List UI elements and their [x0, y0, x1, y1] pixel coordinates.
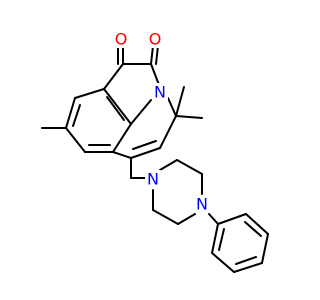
- atom-mask-o1: [114, 30, 128, 48]
- atom-label-n2: N: [147, 170, 159, 189]
- atom-label-n3: N: [196, 195, 208, 214]
- bond-ph2-ph3-inner: [244, 221, 262, 237]
- bond-ph6-ph1-inner: [218, 228, 225, 251]
- atom-label-o2: O: [149, 30, 162, 49]
- atom-label-o1: O: [115, 30, 128, 49]
- bond-ph5-ph6: [211, 252, 235, 273]
- bond-c4-methyl-a: [175, 86, 185, 117]
- bond-c9-c8: [65, 97, 76, 129]
- molecule-diagram: O O N N N: [0, 0, 300, 300]
- atom-label-n1: N: [154, 83, 166, 102]
- bond-n3-cpc: [177, 213, 196, 225]
- bond-n3-ph: [208, 213, 219, 225]
- bond-c4-c5: [159, 115, 177, 149]
- bond-c8-c7: [65, 127, 86, 153]
- bond-ph1-ph2: [217, 213, 247, 225]
- bond-ph6-ph1: [211, 223, 219, 254]
- atom-mask-o2: [148, 30, 162, 48]
- bond-layer: [41, 45, 269, 273]
- bond-c6-c6a: [112, 151, 132, 159]
- bond-ph4-ph5: [233, 262, 263, 273]
- bond-ph3-ph4: [261, 233, 269, 264]
- bond-c9-c8-inner: [72, 104, 81, 127]
- bond-c1a-c5a-inner: [106, 96, 125, 121]
- bond-cpa-cpb: [176, 159, 203, 175]
- bond-c3-o2-double: [155, 45, 159, 65]
- bond-c1a-c2: [103, 63, 124, 90]
- background: [0, 0, 300, 300]
- bond-c5a-c1a: [103, 88, 132, 125]
- atom-label-layer: O O N N N: [114, 30, 210, 214]
- bond-ph4-ph5-inner: [235, 256, 257, 265]
- atom-mask-n2: [145, 170, 161, 188]
- bond-c3-n1: [150, 63, 160, 86]
- bond-ph2-ph3: [245, 213, 269, 235]
- bond-cpc-cpd: [152, 209, 179, 225]
- bond-c1a-c9: [74, 88, 105, 99]
- bond-c5-c6: [130, 147, 161, 159]
- atom-mask-n1: [152, 83, 168, 101]
- bond-c3-o2: [150, 45, 154, 65]
- bond-n1-c5a: [130, 99, 152, 125]
- bond-c6a-c5a: [112, 123, 132, 153]
- bond-c5-c6-double: [132, 140, 157, 150]
- atom-mask-n3: [194, 195, 210, 213]
- bond-n1-c4: [167, 97, 177, 117]
- structure-canvas: O O N N N: [0, 0, 300, 300]
- bond-n2-cpa: [159, 159, 178, 171]
- bond-c4-methyl-b: [175, 115, 203, 119]
